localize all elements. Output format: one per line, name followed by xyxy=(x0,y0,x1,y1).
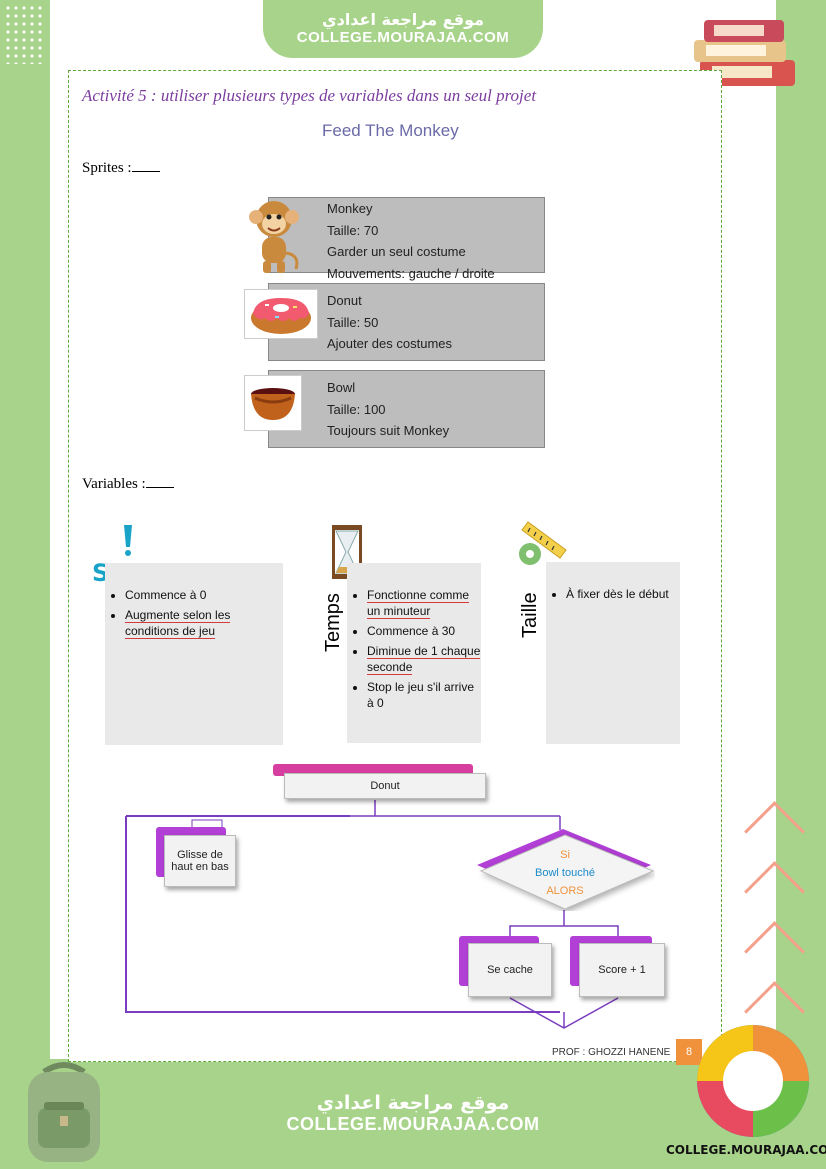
flow-hide: Se cache xyxy=(468,943,552,997)
footer-logo-url[interactable]: COLLEGE.MOURAJAA.COM xyxy=(666,1143,826,1157)
svg-text:ALORS: ALORS xyxy=(546,885,583,897)
sprite-card-monkey: Monkey Taille: 70 Garder un seul costume… xyxy=(268,197,545,281)
college-logo-icon xyxy=(697,1025,809,1137)
variable-item: Commence à 30 xyxy=(367,623,481,639)
flow-condition-diamond: Si Bowl touché ALORS xyxy=(477,829,655,910)
activity-title: Activité 5 : utiliser plusieurs types de… xyxy=(82,86,537,105)
variable-item: Stop le jeu s'il arrive à 0 xyxy=(367,679,481,711)
variables-label: Variables : xyxy=(82,476,174,493)
variable-item: Augmente selon les conditions de jeu xyxy=(125,607,283,639)
sprite-line: Taille: 70 xyxy=(327,222,379,238)
dot-pattern xyxy=(4,4,44,64)
variable-card-score: Commence à 0 Augmente selon les conditio… xyxy=(105,563,283,745)
sprite-name: Donut xyxy=(327,293,362,308)
variable-item: Fonctionne comme un minuteur xyxy=(367,587,481,619)
books-icon xyxy=(694,20,795,86)
header-arabic: موقع مراجعة اعدادي xyxy=(321,10,485,29)
sprites-label: Sprites : xyxy=(82,160,160,177)
variable-item: Diminue de 1 chaque seconde xyxy=(367,643,481,675)
donut-icon xyxy=(244,289,318,339)
backpack-icon xyxy=(28,1062,100,1162)
variable-item: Commence à 0 xyxy=(125,587,283,603)
flow-score: Score + 1 xyxy=(579,943,665,997)
prof-name: PROF : GHOZZI HANENE xyxy=(552,1047,671,1058)
variable-item: À fixer dès le début xyxy=(566,586,680,602)
sprite-card-bowl: Bowl Taille: 100 Toujours suit Monkey xyxy=(268,370,545,448)
svg-text:Bowl touché: Bowl touché xyxy=(535,867,595,879)
left-frame xyxy=(0,0,50,1169)
sprite-line: Taille: 50 xyxy=(327,314,379,330)
monkey-icon xyxy=(249,201,299,273)
right-frame xyxy=(776,0,826,1169)
sprite-line: Taille: 100 xyxy=(327,401,386,417)
page-number: 8 xyxy=(676,1039,702,1065)
sprite-line: Mouvements: gauche / droite xyxy=(327,265,495,281)
sprite-name: Bowl xyxy=(327,380,356,395)
variable-card-temps: Fonctionne comme un minuteur Commence à … xyxy=(347,563,481,743)
variable-card-taille: À fixer dès le début xyxy=(546,562,680,744)
sprite-line: Ajouter des costumes xyxy=(327,336,453,351)
header-site[interactable]: COLLEGE.MOURAJAA.COM xyxy=(296,29,510,46)
bowl-icon xyxy=(244,375,302,431)
svg-text:Si: Si xyxy=(560,849,570,861)
sprite-name: Monkey xyxy=(327,201,373,216)
measuring-tape-icon xyxy=(519,521,567,565)
footer-arabic: موقع مراجعة اعدادي xyxy=(316,1092,510,1114)
flow-glide: Glisse de haut en bas xyxy=(164,835,236,887)
footer-banner: موقع مراجعة اعدادي COLLEGE.MOURAJAA.COM xyxy=(258,1072,568,1152)
variable-title-temps: Temps xyxy=(322,593,344,652)
header-banner: موقع مراجعة اعدادي COLLEGE.MOURAJAA.COM xyxy=(263,0,543,58)
flow-root-donut: Donut xyxy=(284,773,486,799)
footer-site[interactable]: COLLEGE.MOURAJAA.COM xyxy=(286,1114,540,1134)
dot-pattern xyxy=(150,4,210,44)
sprite-line: Toujours suit Monkey xyxy=(327,423,450,438)
variable-title-taille: Taille xyxy=(519,592,541,638)
flowchart-connectors xyxy=(125,800,619,1029)
sprite-line: Garder un seul costume xyxy=(327,244,466,259)
project-title: Feed The Monkey xyxy=(322,121,459,140)
